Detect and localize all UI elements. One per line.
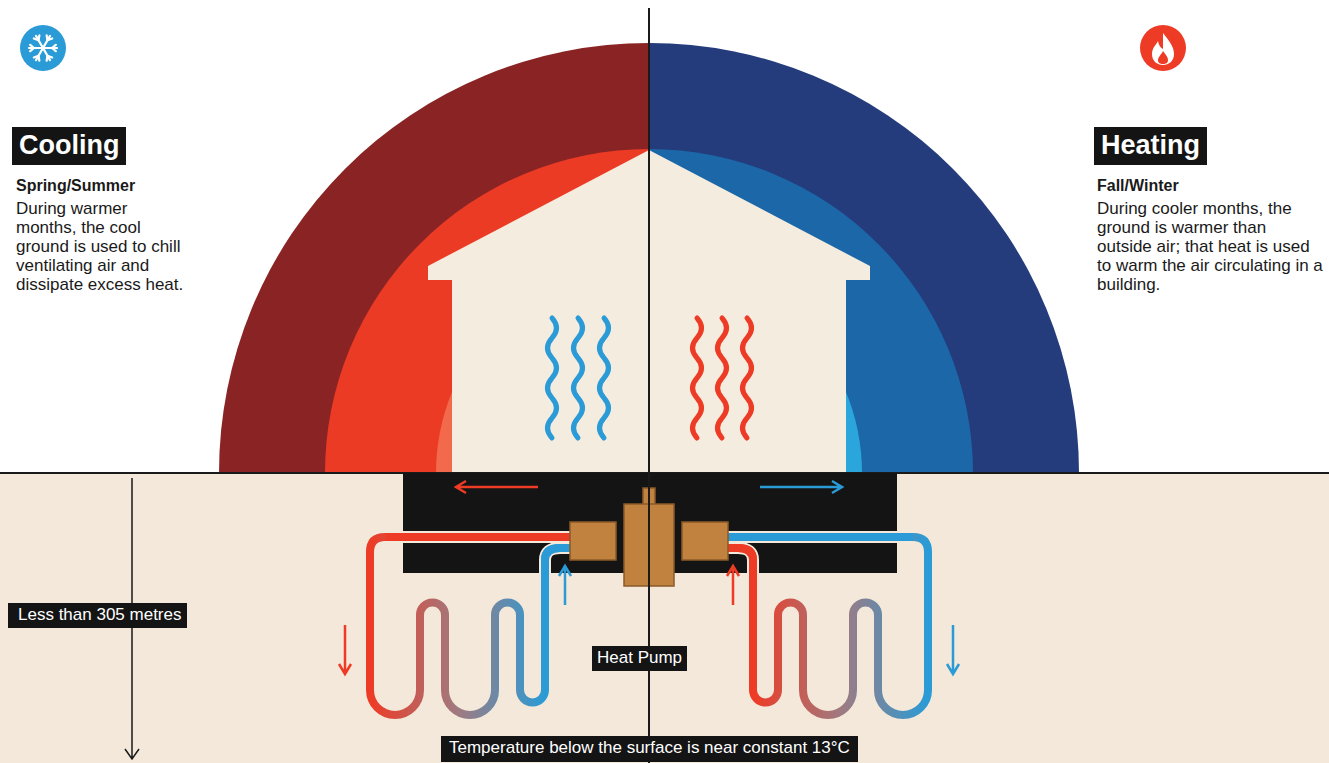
snowflake-icon — [20, 25, 66, 71]
ground-pipe — [703, 537, 928, 715]
ground-pipe — [370, 537, 595, 715]
pipe-outline — [703, 537, 928, 715]
box-text: Heat Pump — [597, 648, 682, 668]
heading-box: Heating — [1094, 127, 1207, 165]
box-text: Heating — [1101, 130, 1200, 161]
air-wave — [574, 318, 583, 438]
air-wave — [693, 318, 702, 438]
description-text: During warmer months, the cool ground is… — [16, 199, 192, 294]
air-wave — [600, 318, 609, 438]
flame-icon — [1140, 25, 1186, 71]
ground — [0, 473, 1329, 763]
note-label-box: Temperature below the surface is near co… — [441, 736, 858, 762]
air-wave — [743, 318, 752, 438]
part-label-box: Heat Pump — [592, 646, 687, 671]
cool-pipe — [703, 533, 913, 541]
description-text: During cooler months, the ground is warm… — [1097, 199, 1325, 294]
air-wave — [718, 318, 727, 438]
heading-box: Cooling — [12, 127, 126, 165]
pipe-outline — [370, 537, 595, 715]
hot-pipe — [385, 533, 595, 541]
season-label: Spring/Summer — [16, 176, 216, 195]
box-text: Temperature below the surface is near co… — [449, 738, 850, 758]
dimension-label-box: Less than 305 metres — [8, 603, 187, 628]
season-label: Fall/Winter — [1097, 176, 1317, 195]
box-text: Cooling — [19, 130, 119, 161]
flow-arrows — [339, 481, 959, 674]
box-text: Less than 305 metres — [18, 605, 181, 625]
air-wave — [548, 318, 557, 438]
